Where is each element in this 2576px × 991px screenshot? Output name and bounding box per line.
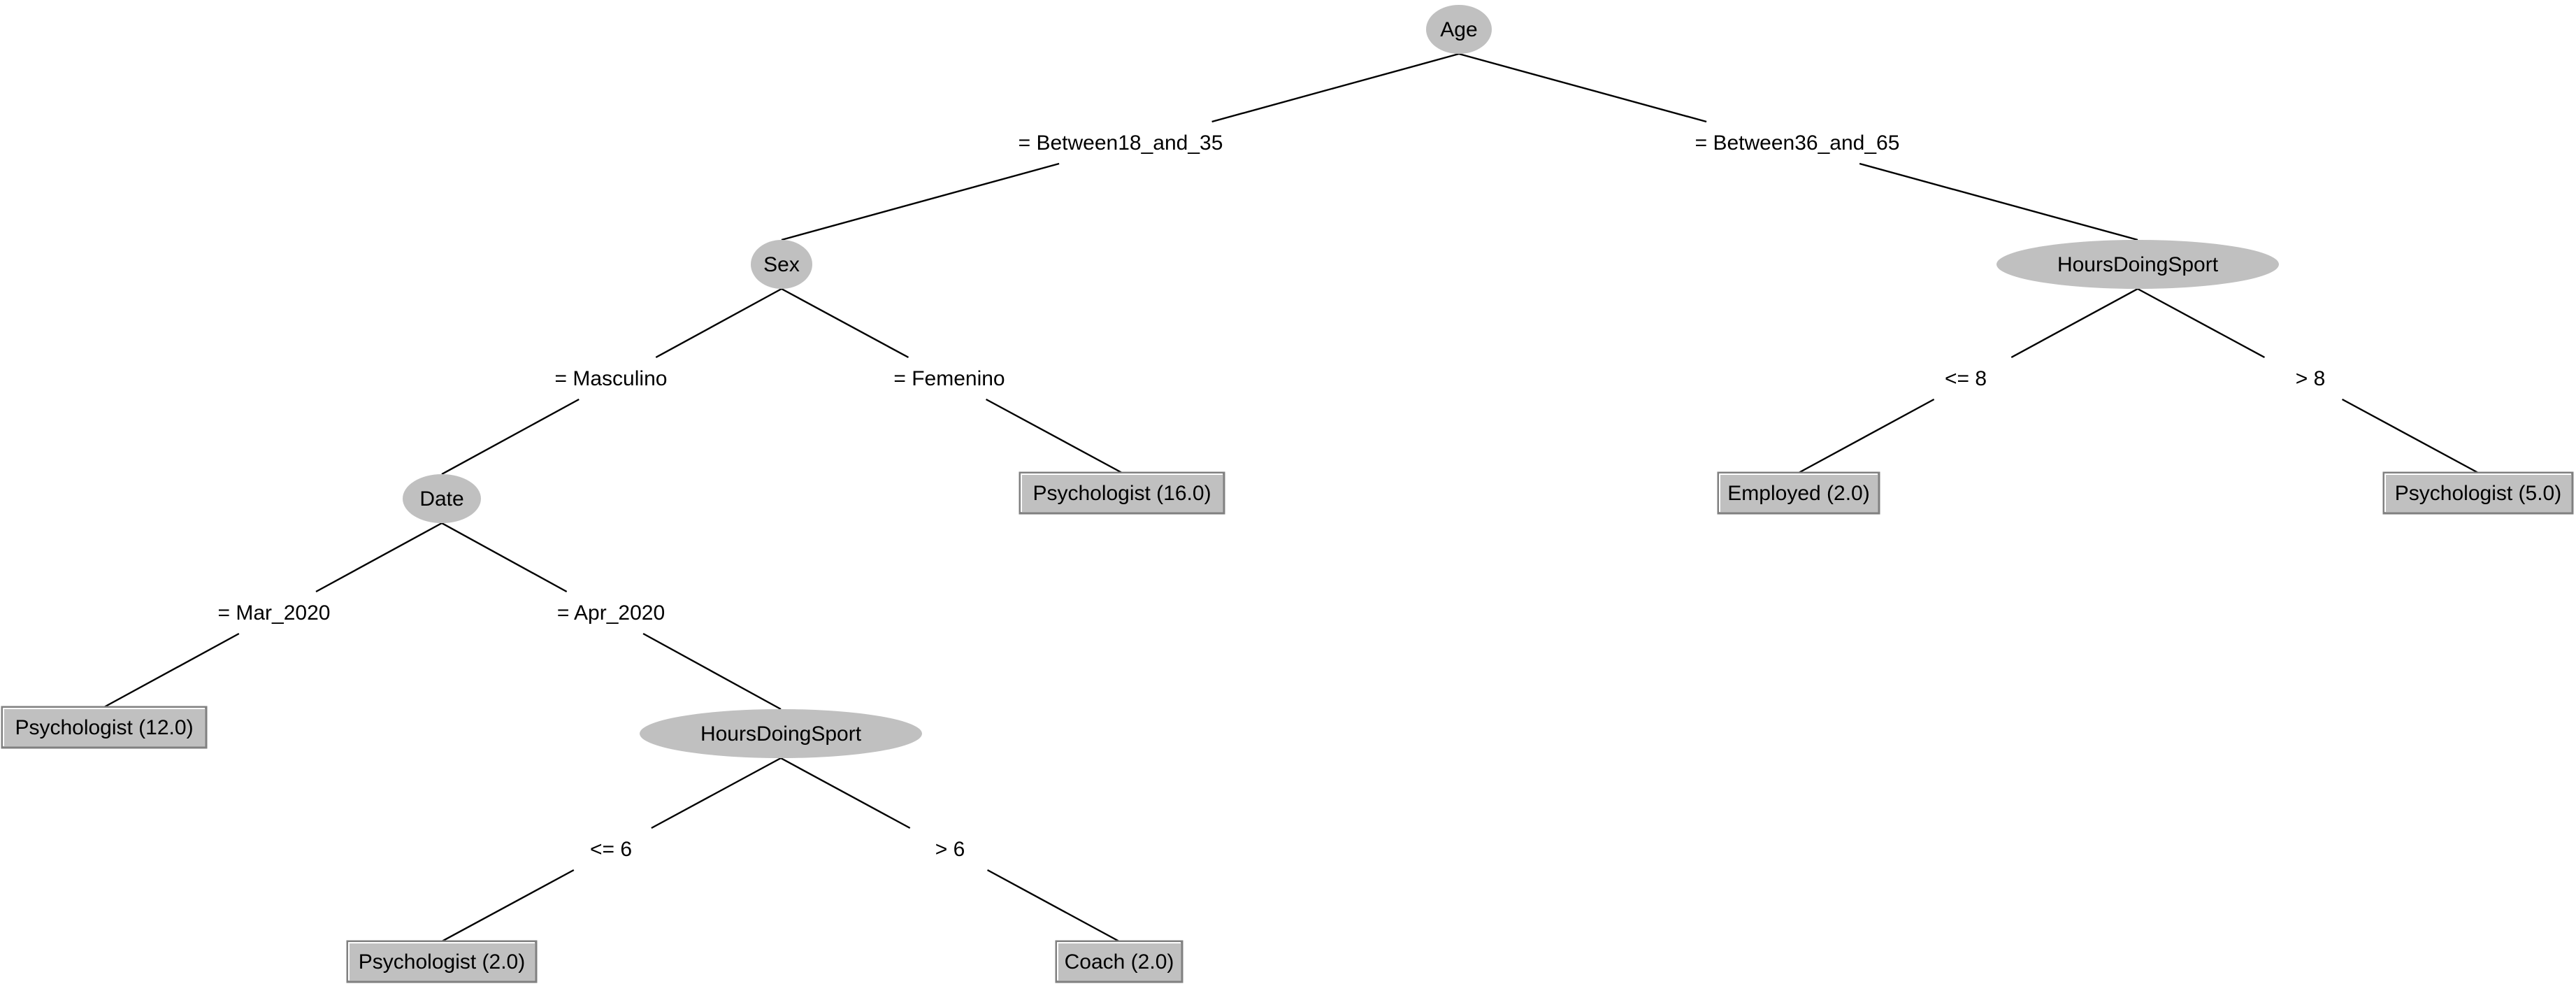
leaf-label-leaf-coach-2: Coach (2.0)	[1065, 950, 1174, 974]
leaf-node-box	[2382, 471, 2574, 515]
split-label-sex: Sex	[763, 253, 800, 276]
leaf-node-leaf-psych-2: Psychologist (2.0)	[346, 940, 538, 983]
leaf-label-leaf-psych-16: Psychologist (16.0)	[1032, 482, 1211, 505]
edge-line-age-to-sex-upper	[1211, 52, 1460, 123]
edge-line-sex-to-date-lower	[441, 398, 580, 476]
leaf-node-box	[1019, 471, 1225, 515]
edge-line-date-to-hours-left-lower	[642, 632, 782, 711]
tree-edges	[103, 52, 2479, 943]
edge-line-hours-right-to-leaf-employed-2-upper	[2010, 287, 2138, 359]
edge-line-sex-to-date-upper	[655, 287, 782, 359]
leaf-node-leaf-coach-2: Coach (2.0)	[1055, 940, 1183, 983]
split-node-shape	[1426, 5, 1492, 54]
edge-label-between18-and-35: = Between18_and_35	[1019, 131, 1223, 155]
edge-line-age-to-hours-right-lower	[1859, 162, 2138, 241]
edge-line-hours-left-to-leaf-coach-2-upper	[780, 757, 911, 829]
edge-line-hours-right-to-leaf-psych-5-lower	[2342, 398, 2479, 474]
split-node-shape	[1996, 240, 2279, 289]
split-label-hours-left: HoursDoingSport	[700, 722, 862, 746]
leaf-label-leaf-employed-2: Employed (2.0)	[1727, 482, 1869, 505]
split-node-shape	[751, 240, 812, 289]
split-node-age: Age	[1426, 5, 1492, 54]
edge-label-8: > 8	[2296, 367, 2326, 390]
leaf-node-highlight	[348, 942, 535, 981]
edge-label-femenino: = Femenino	[893, 367, 1005, 390]
edge-line-date-to-leaf-psych-12-lower	[103, 632, 240, 708]
leaf-node-box	[346, 940, 538, 983]
edge-label-mar-2020: = Mar_2020	[218, 601, 331, 625]
edge-line-hours-left-to-leaf-psych-2-lower	[441, 869, 575, 943]
split-label-age: Age	[1440, 18, 1477, 41]
edge-label-apr-2020: = Apr_2020	[557, 601, 665, 625]
split-node-shape	[403, 474, 481, 523]
split-label-hours-right: HoursDoingSport	[2057, 253, 2219, 276]
leaf-node-highlight	[1057, 942, 1181, 981]
leaf-node-highlight	[2384, 473, 2571, 512]
leaf-label-leaf-psych-2: Psychologist (2.0)	[359, 950, 525, 974]
leaf-node-leaf-employed-2: Employed (2.0)	[1717, 471, 1880, 515]
split-node-hours-right: HoursDoingSport	[1996, 240, 2279, 289]
edge-line-date-to-hours-left-upper	[441, 522, 568, 593]
edge-line-sex-to-leaf-psych-16-upper	[781, 287, 909, 359]
edge-line-hours-left-to-leaf-psych-2-upper	[651, 757, 782, 829]
leaf-node-leaf-psych-16: Psychologist (16.0)	[1019, 471, 1225, 515]
split-node-sex: Sex	[751, 240, 812, 289]
leaf-label-leaf-psych-12: Psychologist (12.0)	[15, 716, 193, 739]
edge-label-between36-and-65: = Between36_and_65	[1695, 131, 1900, 155]
leaf-node-highlight	[1719, 473, 1878, 512]
edge-label-8: <= 8	[1945, 367, 1987, 390]
split-node-date: Date	[403, 474, 481, 523]
edge-line-hours-right-to-leaf-psych-5-upper	[2137, 287, 2266, 359]
edge-line-hours-left-to-leaf-coach-2-lower	[987, 869, 1120, 943]
edge-line-hours-right-to-leaf-employed-2-lower	[1798, 398, 1935, 474]
leaf-node-leaf-psych-12: Psychologist (12.0)	[1, 706, 208, 749]
leaf-node-box	[1, 706, 208, 749]
leaf-node-leaf-psych-5: Psychologist (5.0)	[2382, 471, 2574, 515]
edge-line-age-to-sex-lower	[781, 162, 1060, 241]
edge-label-6: > 6	[935, 838, 965, 861]
leaf-node-box	[1717, 471, 1880, 515]
tree-edge-labels: = Between18_and_35 = Between36_and_65 = Ma…	[218, 131, 2326, 861]
edge-line-date-to-leaf-psych-12-upper	[315, 522, 442, 593]
split-label-date: Date	[419, 487, 463, 511]
leaf-node-box	[1055, 940, 1183, 983]
edge-label-6: <= 6	[590, 838, 632, 861]
split-node-shape	[640, 709, 922, 758]
split-node-hours-left: HoursDoingSport	[640, 709, 922, 758]
leaf-label-leaf-psych-5: Psychologist (5.0)	[2395, 482, 2561, 505]
edge-line-sex-to-leaf-psych-16-lower	[986, 398, 1123, 474]
edge-label-masculino: = Masculino	[555, 367, 668, 390]
edge-line-age-to-hours-right-upper	[1458, 52, 1707, 123]
leaf-node-highlight	[1021, 473, 1223, 512]
leaf-node-highlight	[3, 708, 205, 746]
